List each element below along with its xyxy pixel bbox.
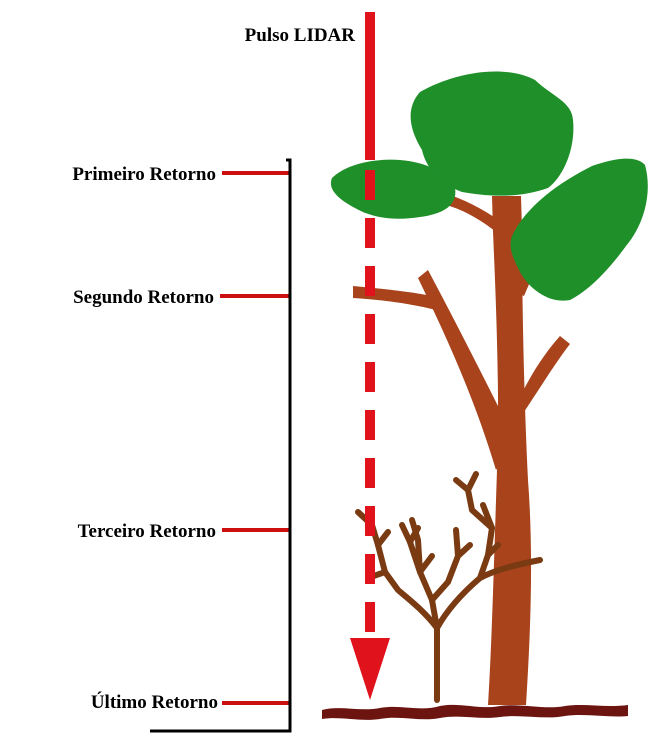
third-return-label: Terceiro Retorno — [78, 521, 216, 542]
ground — [322, 705, 628, 720]
first-return-label: Primeiro Retorno — [72, 164, 216, 185]
tree-foliage — [331, 71, 648, 300]
second-return-label: Segundo Retorno — [73, 287, 214, 308]
lidar-pulse-arrow — [350, 12, 390, 700]
returns-bracket — [150, 160, 290, 731]
last-return-label: Último Retorno — [91, 691, 218, 713]
pulse-title: Pulso LIDAR — [245, 25, 356, 46]
